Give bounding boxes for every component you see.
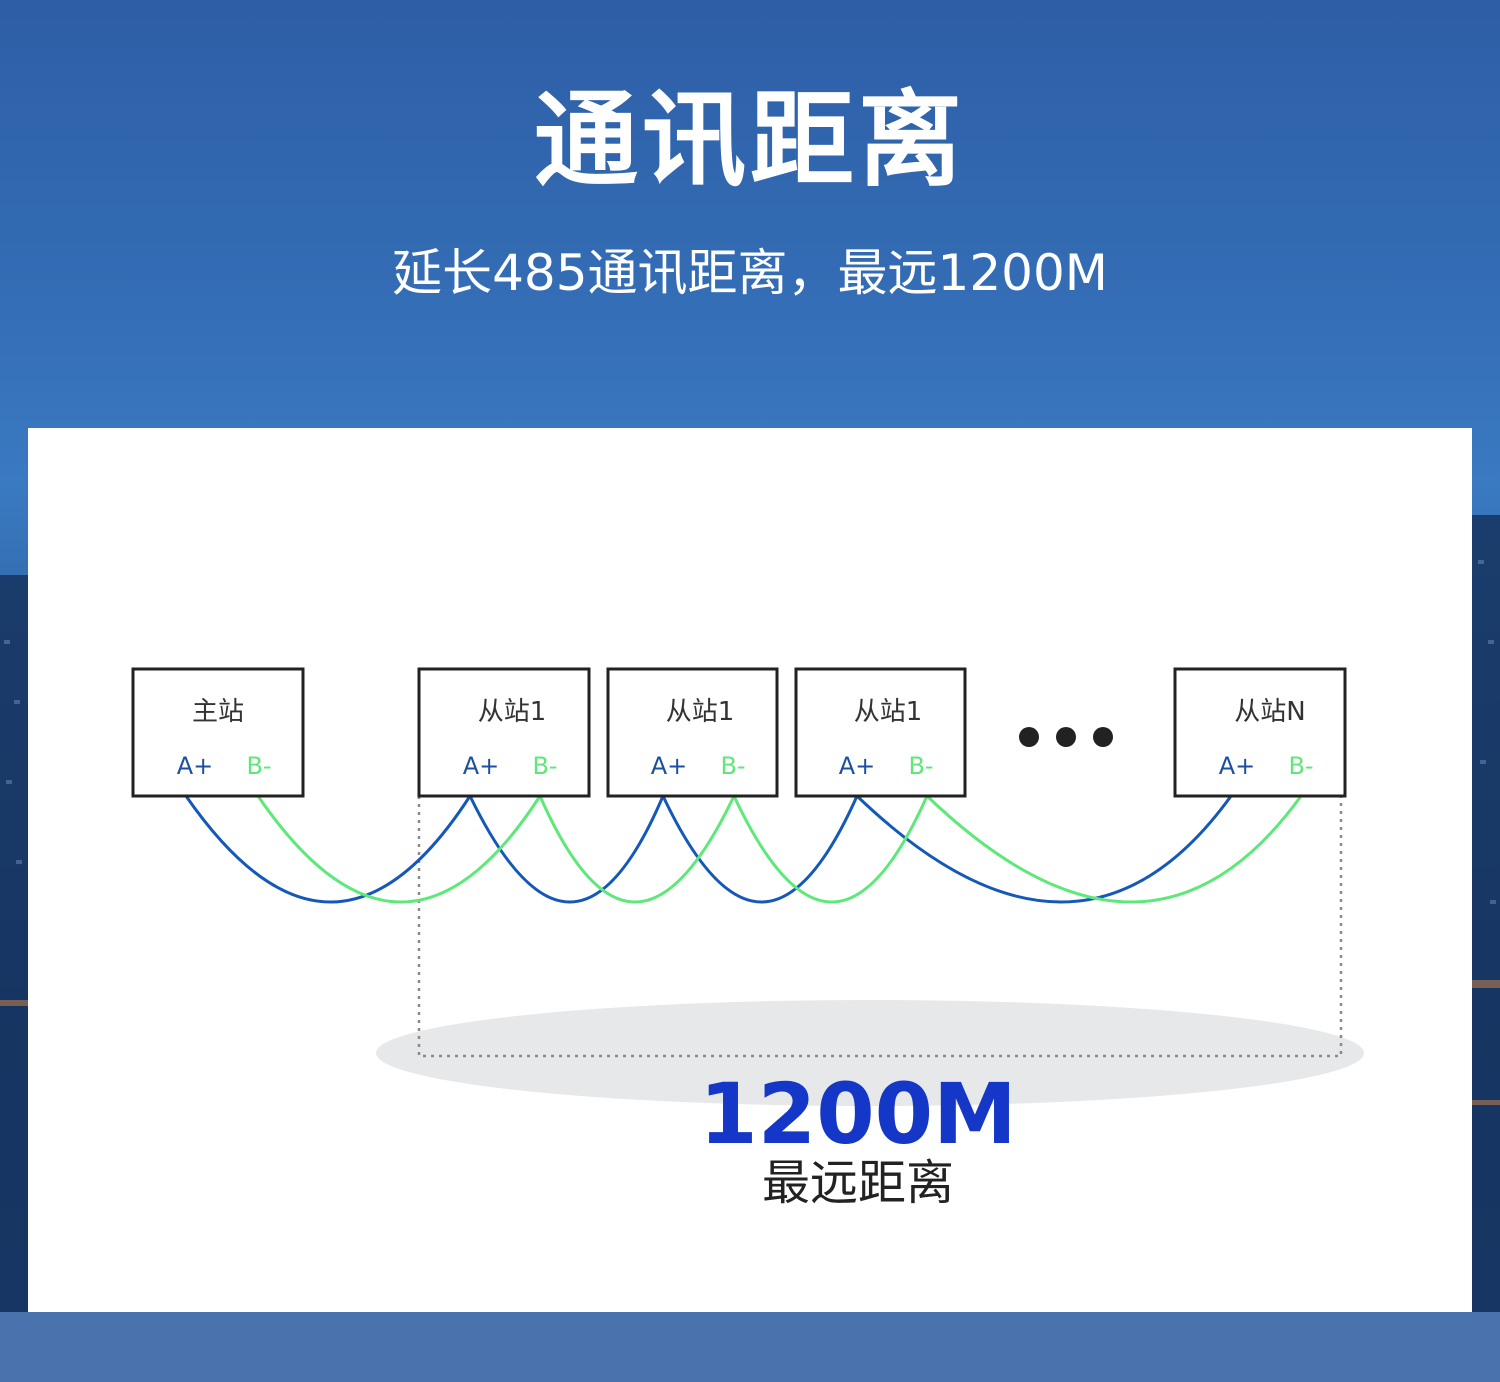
station-name: 从站1 (666, 697, 735, 727)
station-name: 从站1 (478, 697, 547, 727)
page-subtitle: 延长485通讯距离，最远1200M (392, 244, 1108, 302)
distance-bracket (417, 796, 1343, 1058)
wire-b-segment (925, 794, 1303, 904)
pin-b-label: B- (532, 752, 557, 780)
diagram-panel: 主站 A+ B- 从站1 A+ B- 从站1 A+ B- 从站1 A+ B- 从… (28, 428, 1472, 1312)
wire-a-segment (855, 794, 1233, 904)
pin-a-label: A+ (1219, 752, 1256, 780)
wire-b-bus (256, 794, 1303, 904)
distance-shadow-ellipse (376, 1000, 1364, 1106)
station-box: 从站1 A+ B- (417, 667, 591, 798)
pin-a-label: A+ (651, 752, 688, 780)
pin-b-label: B- (908, 752, 933, 780)
station-name: 从站N (1234, 697, 1305, 727)
station-box: 从站1 A+ B- (794, 667, 967, 798)
wire-a-segment (184, 795, 472, 904)
pin-b-label: B- (1288, 752, 1313, 780)
pin-b-label: B- (246, 752, 271, 780)
station-box: 从站1 A+ B- (606, 667, 779, 798)
station-box: 主站 A+ B- (131, 667, 305, 798)
max-distance-label: 最远距离 (761, 1155, 954, 1211)
wire-a-bus (184, 794, 1233, 904)
max-distance-value: 1200M (699, 1065, 1017, 1163)
rs485-bus-diagram: 主站 A+ B- 从站1 A+ B- 从站1 A+ B- 从站1 A+ B- 从… (131, 667, 1364, 1106)
station-name: 从站1 (854, 697, 923, 727)
wire-a-segment (661, 795, 859, 904)
station-box: 从站N A+ B- (1173, 667, 1347, 798)
wire-a-segment (468, 795, 665, 904)
pin-a-label: A+ (463, 752, 500, 780)
wire-b-segment (256, 795, 542, 904)
pin-a-label: A+ (177, 752, 214, 780)
pin-a-label: A+ (839, 752, 876, 780)
ellipsis-icon (1019, 727, 1113, 747)
wire-b-segment (732, 795, 929, 904)
bottom-band (0, 1312, 1500, 1382)
page-title: 通讯距离 (533, 79, 966, 201)
wire-b-segment (538, 795, 736, 904)
station-name: 主站 (192, 697, 244, 727)
pin-b-label: B- (720, 752, 745, 780)
